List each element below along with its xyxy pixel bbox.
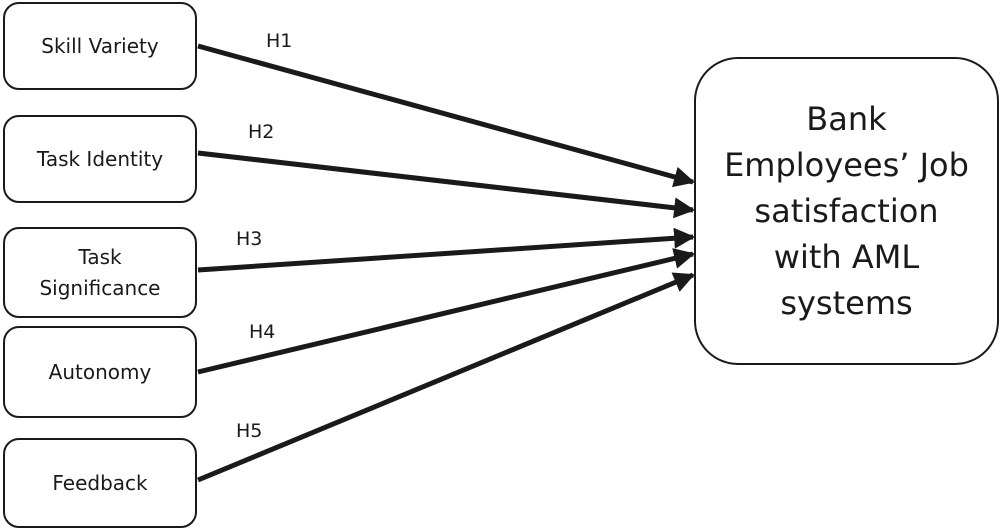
arrow-h4 [197,248,696,375]
hypothesis-label-h3: H3 [236,228,263,250]
construct-autonomy: Autonomy [3,326,197,418]
outcome-label: Bank Employees’ Job satisfaction with AM… [724,100,969,322]
hypothesis-label-h5: H5 [236,420,263,442]
construct-label: Feedback [52,470,148,495]
arrow-h3 [197,227,696,273]
arrow-h5 [197,272,695,483]
construct-task-significance: Task Significance [3,227,197,318]
construct-skill-variety: Skill Variety [3,2,197,90]
construct-task-identity: Task Identity [3,115,197,203]
outcome-job-satisfaction: Bank Employees’ Job satisfaction with AM… [694,57,999,365]
construct-label: Autonomy [48,359,152,384]
hypothesis-label-h2: H2 [248,121,275,143]
hypothesis-label-h1: H1 [266,30,293,52]
construct-feedback: Feedback [3,438,197,528]
hypothesis-label-h4: H4 [249,321,276,343]
construct-label: Task Identity [36,146,164,171]
construct-label: Task Significance [39,244,161,300]
arrow-h2 [197,150,696,219]
construct-label: Skill Variety [41,33,159,58]
arrow-h1 [197,43,696,188]
